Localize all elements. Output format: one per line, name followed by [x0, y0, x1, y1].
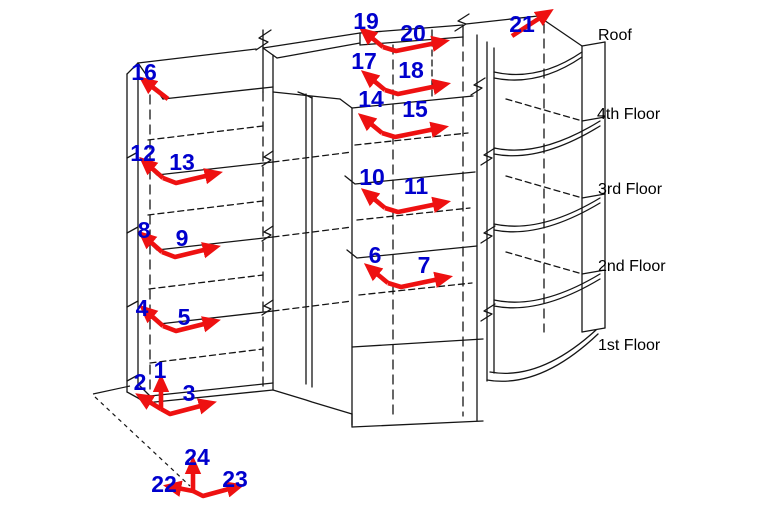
sensor-22-arrow [162, 480, 194, 497]
sensor-15-label: 15 [402, 96, 428, 122]
sensor-1-label: 1 [154, 357, 167, 383]
sensor-13-label: 13 [169, 149, 195, 175]
sensor-5-arrow [162, 316, 221, 334]
sensor-22-label: 22 [151, 471, 177, 497]
sensor-19-arrow [358, 27, 385, 49]
sensor-3-arrow [159, 398, 217, 417]
sensor-9-label: 9 [176, 225, 189, 251]
sensor-16-label: 16 [131, 59, 157, 85]
sensor-24-label: 24 [184, 444, 210, 470]
sensor-2-label: 2 [134, 369, 147, 395]
floor-sensor-pairs-left-wing [138, 76, 223, 334]
sensor-13-arrow [162, 168, 223, 186]
floor-labels: Roof 4th Floor 3rd Floor 2nd Floor 1st F… [597, 27, 666, 354]
sensor-14-arrow [357, 113, 384, 135]
sensor-8-label: 8 [138, 217, 151, 243]
sensor-4-arrow [139, 304, 165, 328]
break-marks [255, 13, 496, 322]
sensor-9-arrow [161, 242, 221, 260]
floor-sensor-pairs-center-tower [357, 27, 454, 290]
sensor-3-label: 3 [183, 380, 196, 406]
sensor-8-arrow [138, 230, 164, 254]
sensor-21-arrow [510, 9, 554, 38]
sensor-19-label: 19 [353, 8, 379, 34]
sensor-14-label: 14 [358, 86, 384, 112]
sensor-15-arrow [381, 121, 450, 140]
floor-label-3rd: 3rd Floor [598, 181, 663, 198]
sensor-23-label: 23 [222, 466, 248, 492]
sensor-6-label: 6 [369, 242, 382, 268]
sensor-2-arrow [135, 393, 163, 411]
building-wireframe [126, 13, 606, 428]
sensor-12-label: 12 [130, 140, 156, 166]
sensor-12-arrow [139, 156, 165, 180]
floor-label-roof: Roof [598, 27, 632, 44]
sensor-18-arrow [384, 78, 452, 97]
free-field-sensor-triad [162, 455, 245, 499]
sensor-arrows [135, 9, 554, 499]
sensor-4-label: 4 [136, 295, 149, 321]
ground-reference-line [92, 385, 191, 487]
floor-label-4th: 4th Floor [597, 106, 661, 123]
sensor-17-arrow [360, 70, 387, 92]
sensor-5-label: 5 [178, 304, 191, 330]
left-wing-outline [126, 48, 341, 404]
sensor-21-label: 21 [509, 11, 535, 37]
middle-recess-outline [262, 29, 353, 415]
sensor-23-arrow [191, 481, 245, 499]
sensor-11-label: 11 [404, 173, 429, 199]
sensor-20-label: 20 [400, 20, 426, 46]
floor-label-1st: 1st Floor [598, 337, 661, 354]
sensor-10-label: 10 [359, 164, 385, 190]
sensor-10-arrow [360, 188, 387, 210]
sensor-7-arrow [387, 271, 454, 290]
sensor-20-arrow [382, 35, 451, 54]
floor-label-2nd: 2nd Floor [598, 258, 666, 275]
sensor-number-labels: 1 2 3 4 5 6 7 8 9 10 11 12 13 14 15 16 1… [130, 8, 535, 497]
sensor-17-label: 17 [351, 48, 377, 74]
roof-east-sensor [510, 9, 554, 38]
sensor-7-label: 7 [418, 252, 431, 278]
base-sensor-triad [135, 373, 217, 417]
sensor-16-arrow [138, 76, 170, 101]
sensor-11-arrow [384, 196, 452, 215]
sensor-18-label: 18 [398, 57, 424, 83]
sensor-6-arrow [363, 263, 390, 285]
